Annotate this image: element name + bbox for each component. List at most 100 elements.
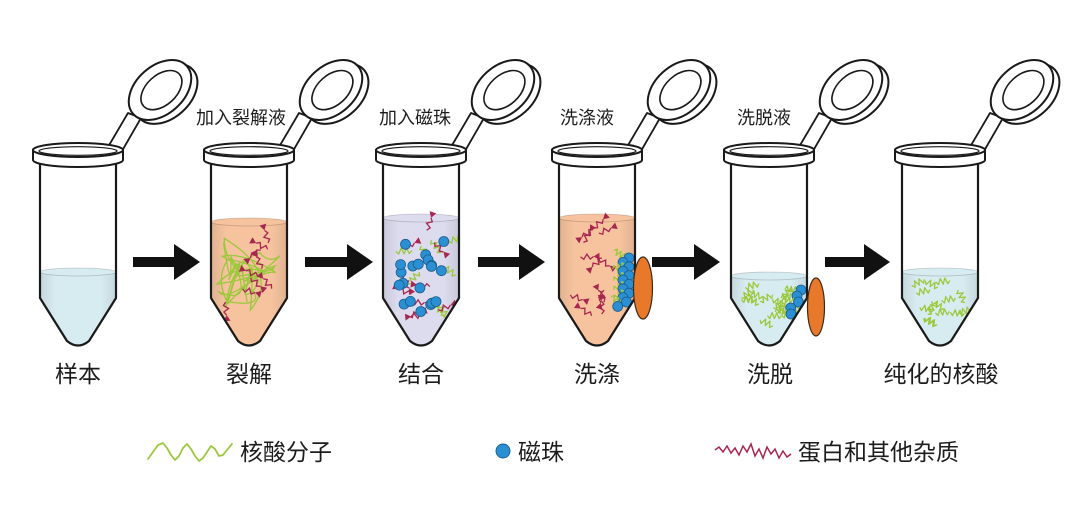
protein-impurity <box>250 277 268 293</box>
legend-item-nucleic-acid: 核酸分子 <box>147 440 332 466</box>
magnetic-bead <box>400 238 411 250</box>
nucleic-acid-strand <box>613 248 626 259</box>
nucleic-acid-strand <box>911 278 925 288</box>
protein-impurity <box>238 265 259 277</box>
reagent-label-wash-buffer: 洗涤液 <box>560 108 614 129</box>
legend-label-nucleic-acid: 核酸分子 <box>240 440 332 466</box>
nucleic-acid-strand <box>927 302 938 315</box>
tube-outline <box>729 158 809 347</box>
blue-dot-icon <box>495 443 511 459</box>
nucleic-acid-strand <box>923 317 937 328</box>
process-arrow <box>825 244 890 280</box>
tube-cap <box>646 59 718 125</box>
green-wave-icon <box>147 442 233 462</box>
tube-outline <box>557 158 637 347</box>
tube-cap <box>127 59 199 125</box>
tube-cap <box>818 59 890 125</box>
step-label-elution: 洗脱 <box>747 362 793 388</box>
process-arrow <box>652 244 720 280</box>
nucleic-acid-strand <box>766 311 783 320</box>
magnet <box>632 256 654 320</box>
tube-rim <box>32 142 124 168</box>
magnetic-bead <box>414 282 426 294</box>
step-label-lysis: 裂解 <box>226 362 272 388</box>
process-arrow <box>133 244 200 280</box>
nucleic-acid-strand <box>223 237 277 312</box>
nucleic-acid-strand <box>748 290 763 300</box>
nucleic-acid-strand <box>744 281 760 291</box>
protein-impurity <box>598 222 618 236</box>
protein-impurity <box>249 237 269 250</box>
nucleic-acid-strand <box>759 318 774 329</box>
protein-impurity <box>583 224 597 244</box>
tube-contents <box>392 211 459 321</box>
nucleic-acid-strand <box>437 304 448 319</box>
process-arrows <box>133 244 890 280</box>
protein-impurity <box>242 287 262 298</box>
magnetic-bead <box>395 259 407 271</box>
protein-impurity <box>256 272 273 289</box>
step-label-wash: 洗涤 <box>574 362 620 388</box>
magnetic-bead <box>438 236 450 247</box>
process-arrow <box>478 244 545 280</box>
protein-impurity <box>250 250 264 269</box>
magnet <box>806 277 826 337</box>
protein-impurity <box>425 211 437 231</box>
legend-item-impurities: 蛋白和其他杂质 <box>714 440 959 466</box>
tube-rim <box>723 142 815 168</box>
nucleic-acid-strand <box>613 281 626 291</box>
nucleic-acid-strand <box>949 309 965 317</box>
wash-tube <box>551 59 718 347</box>
tube-contents <box>911 277 973 328</box>
nucleic-acid-strand <box>782 295 796 305</box>
nucleic-acid-strand <box>613 271 626 282</box>
tube-outline <box>381 158 461 347</box>
magnetic-bead <box>412 258 424 270</box>
nucleic-acid-strand <box>776 305 788 316</box>
step-label-binding: 结合 <box>398 362 444 388</box>
process-arrow <box>305 244 373 280</box>
tube-contents <box>740 281 807 329</box>
tube-rim <box>375 142 467 168</box>
step-label-purified-nucleic-acid: 纯化的核酸 <box>884 362 999 388</box>
tube-rim <box>203 142 295 168</box>
nucleic-acid-strand <box>780 292 794 302</box>
magnetic-bead <box>435 265 447 277</box>
nucleic-acid-strand <box>740 295 757 304</box>
reagent-label-lysis-buffer: 加入裂解液 <box>196 108 286 129</box>
protein-impurity <box>569 293 590 305</box>
reagent-label-elution-buffer: 洗脱液 <box>737 108 791 129</box>
tube-outline <box>900 158 980 347</box>
tube-cap <box>989 59 1061 125</box>
nucleic-acid-strand <box>934 308 950 317</box>
protein-impurity <box>573 302 593 317</box>
nucleic-acid-strand <box>924 279 939 290</box>
tube-contents <box>569 212 635 317</box>
legend-item-magnetic-bead: 磁珠 <box>495 440 564 466</box>
tube-outline <box>209 158 289 347</box>
magnetic-bead <box>425 260 437 272</box>
nucleic-acid-strand <box>956 289 967 304</box>
magnetic-bead <box>404 295 416 307</box>
magnetic-bead <box>430 296 442 308</box>
red-wave-icon <box>714 442 792 461</box>
protein-impurity <box>595 289 607 310</box>
magnetic-bead <box>393 279 405 291</box>
tube-cap <box>470 59 542 125</box>
protein-impurity <box>259 223 271 244</box>
protein-impurity <box>597 294 606 315</box>
nucleic-acid-strand <box>784 285 798 294</box>
nucleic-acid-strand <box>395 247 413 255</box>
nucleic-acid-strand <box>216 242 281 309</box>
tube-row <box>32 59 1061 347</box>
magnetic-bead <box>612 300 624 312</box>
legend-label-impurities: 蛋白和其他杂质 <box>798 440 959 466</box>
tube-rim <box>551 142 643 168</box>
nucleic-acid-strand <box>448 234 459 244</box>
nucleic-acid-strand <box>941 295 956 304</box>
nucleic-acid-strand <box>612 262 626 272</box>
tube-rim <box>894 142 986 168</box>
tube-contents <box>215 223 281 322</box>
nucleic-acid-strand <box>935 277 951 286</box>
